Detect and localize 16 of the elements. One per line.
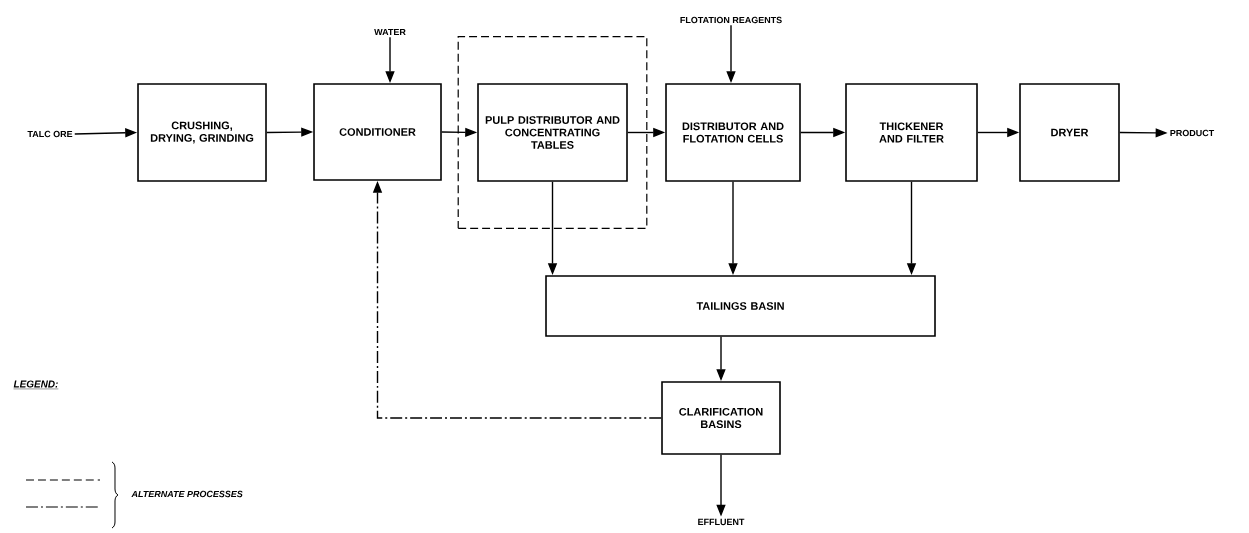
process-box: CRUSHING, DRYING, GRINDING [137,83,267,182]
process-box: TAILINGS BASIN [545,275,936,337]
process-box: DRYER [1019,83,1120,182]
flow-label: TALC ORE [27,130,73,138]
legend-heading: LEGEND: [13,380,59,390]
flow-label: WATER [374,28,406,36]
flow-label: FLOTATION REAGENTS [680,16,782,24]
alternate-process-frame [457,36,648,229]
legend-text: ALTERNATE PROCESSES [131,490,243,498]
process-box: DISTRIBUTOR AND FLOTATION CELLS [665,83,801,182]
flow-label: PRODUCT [1170,129,1215,137]
process-box: CLARIFICATION BASINS [661,381,781,455]
process-box: THICKENER AND FILTER [845,83,978,182]
process-box: PULP DISTRIBUTOR AND CONCENTRATING TABLES [477,83,628,182]
flow-label: EFFLUENT [698,518,745,526]
process-box: CONDITIONER [313,83,442,181]
